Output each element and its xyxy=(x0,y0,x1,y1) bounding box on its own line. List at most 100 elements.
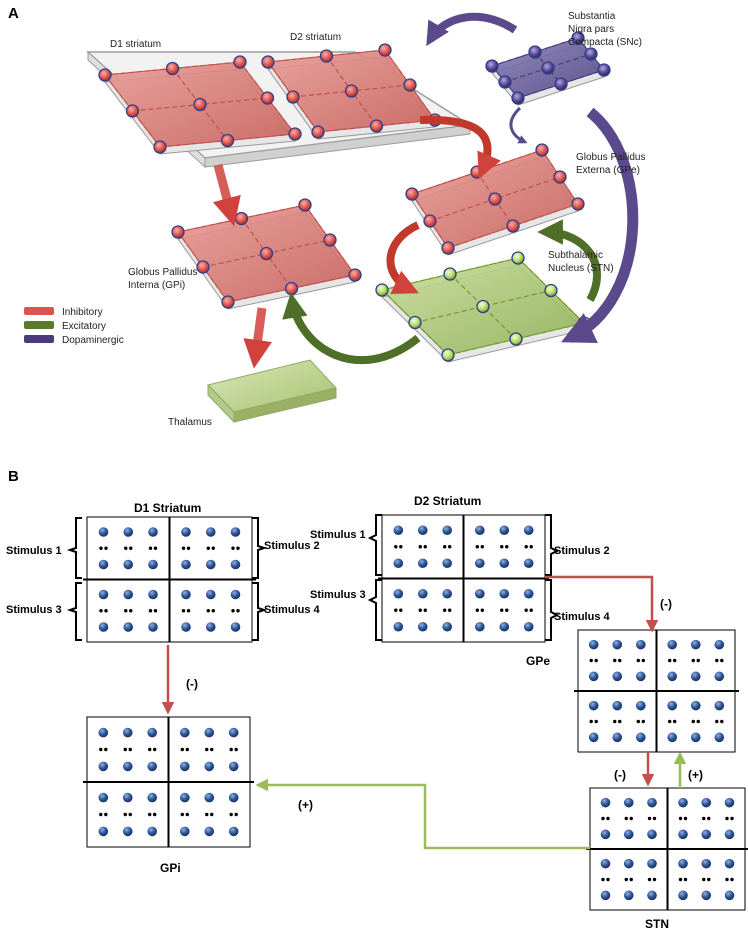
stimulus-braces xyxy=(66,514,560,641)
ellipsis-dot xyxy=(423,545,427,549)
neuron-node xyxy=(476,299,490,314)
neuron-node xyxy=(261,55,275,69)
neuron-node xyxy=(488,192,502,206)
ellipsis-dot xyxy=(128,812,132,817)
neuron-node xyxy=(298,198,312,212)
ellipsis-dot xyxy=(683,877,688,882)
stn-label-line2: Nucleus (STN) xyxy=(548,263,614,274)
neuron-dot xyxy=(475,558,485,569)
neuron-node xyxy=(511,251,525,265)
neuron-node xyxy=(554,77,568,91)
panel-a-projection-arrows xyxy=(212,12,639,369)
ellipsis-dot xyxy=(418,545,422,549)
neuron-dot xyxy=(623,890,634,901)
ellipsis-dot xyxy=(99,747,103,752)
neuron-dot xyxy=(122,761,133,772)
ellipsis-dot xyxy=(148,747,152,752)
neuron-dot xyxy=(180,727,190,738)
ellipsis-dot xyxy=(211,609,215,613)
neuron-node xyxy=(125,104,140,118)
neuron-node xyxy=(344,84,359,98)
legend-label-dopaminergic: Dopaminergic xyxy=(62,335,124,346)
ellipsis-dot xyxy=(236,609,240,613)
neuron-node xyxy=(260,91,275,105)
neuron-node xyxy=(571,197,585,211)
neuron-node xyxy=(284,281,299,296)
neuron-node xyxy=(375,283,389,297)
panel-a-label: A xyxy=(8,5,19,22)
ellipsis-dot xyxy=(185,747,189,752)
neuron-dot xyxy=(647,890,657,901)
neuron-dot xyxy=(148,622,158,632)
ellipsis-dot xyxy=(394,545,398,549)
neuron-dot xyxy=(204,792,215,803)
ellipsis-dot xyxy=(696,719,700,724)
ellipsis-dot xyxy=(624,816,628,821)
neuron-node xyxy=(171,225,185,239)
ellipsis-dot xyxy=(99,546,103,550)
ellipsis-dot xyxy=(618,658,622,663)
panel-b-connections xyxy=(161,575,687,850)
neuron-dot xyxy=(147,792,157,803)
ellipsis-dot xyxy=(234,747,238,752)
neuron-dot xyxy=(475,588,485,599)
neuron-dot xyxy=(701,797,712,808)
ellipsis-dot xyxy=(180,747,184,752)
ellipsis-dot xyxy=(668,658,672,663)
neuron-dot xyxy=(147,761,157,772)
neuron-dot xyxy=(442,525,453,536)
gpi-grid xyxy=(83,716,254,848)
ellipsis-dot xyxy=(123,812,127,817)
ellipsis-dot xyxy=(153,609,158,613)
neuron-node xyxy=(319,49,334,63)
neuron-node xyxy=(288,127,302,141)
ellipsis-dot xyxy=(180,812,184,817)
neuron-dot xyxy=(148,559,158,570)
neuron-dot xyxy=(588,639,599,650)
neuron-dot xyxy=(98,792,109,803)
neuron-dot xyxy=(98,527,109,537)
ellipsis-dot xyxy=(725,877,729,882)
ellipsis-dot xyxy=(186,546,191,550)
ellipsis-dot xyxy=(210,747,214,752)
neuron-dot xyxy=(612,700,623,711)
neuron-dot xyxy=(678,890,688,901)
ellipsis-dot xyxy=(606,816,610,821)
ellipsis-dot xyxy=(148,546,153,550)
neuron-dot xyxy=(523,588,534,599)
neuron-node xyxy=(597,63,611,77)
neuron-dot xyxy=(636,732,646,743)
ellipsis-dot xyxy=(480,608,484,612)
ellipsis-dot xyxy=(618,719,622,724)
neuron-node xyxy=(98,68,112,82)
neuron-node xyxy=(443,267,457,281)
ellipsis-dot xyxy=(702,877,706,882)
neuron-dot xyxy=(204,826,215,837)
neuron-node xyxy=(233,55,247,69)
ellipsis-dot xyxy=(399,608,403,612)
ellipsis-dot xyxy=(236,546,240,550)
neuron-dot xyxy=(98,727,109,738)
ellipsis-dot xyxy=(683,816,688,821)
neuron-node xyxy=(423,214,437,228)
stn-gpe-sign: (+) xyxy=(688,768,703,782)
neuron-dot xyxy=(230,622,241,632)
neuron-dot xyxy=(393,621,404,632)
neuron-dot xyxy=(724,829,735,840)
ellipsis-dot xyxy=(730,816,734,821)
neuron-dot xyxy=(636,639,646,650)
ellipsis-dot xyxy=(720,719,724,724)
neuron-node xyxy=(544,283,558,298)
gpe-label-line2: Externa (GPe) xyxy=(576,165,640,176)
ellipsis-dot xyxy=(153,747,157,752)
neuron-dot xyxy=(647,829,657,840)
gpi-label-line2: Interna (GPi) xyxy=(128,280,185,291)
panel-a-plates xyxy=(98,31,611,363)
neuron-dot xyxy=(181,622,191,632)
ellipsis-dot xyxy=(652,877,657,882)
neuron-dot xyxy=(667,671,677,682)
ellipsis-dot xyxy=(647,877,652,882)
ellipsis-dot xyxy=(418,608,422,612)
ellipsis-dot xyxy=(448,545,452,549)
